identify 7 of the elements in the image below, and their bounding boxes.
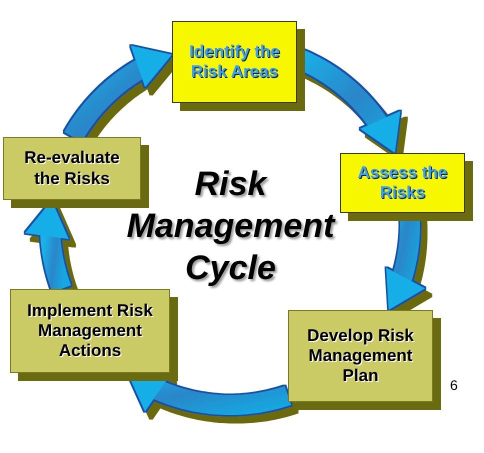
page-number: 6 — [450, 377, 458, 393]
step-label: Re-evaluate the Risks — [23, 148, 121, 189]
diagram-title: Risk Management Cycle — [126, 164, 336, 289]
step-label: Develop Risk Management Plan — [306, 326, 415, 386]
step-label: Implement Risk Management Actions — [26, 300, 154, 362]
step-label: Identify the Risk Areas — [188, 42, 281, 82]
step-label: Assess the Risks — [356, 162, 448, 204]
